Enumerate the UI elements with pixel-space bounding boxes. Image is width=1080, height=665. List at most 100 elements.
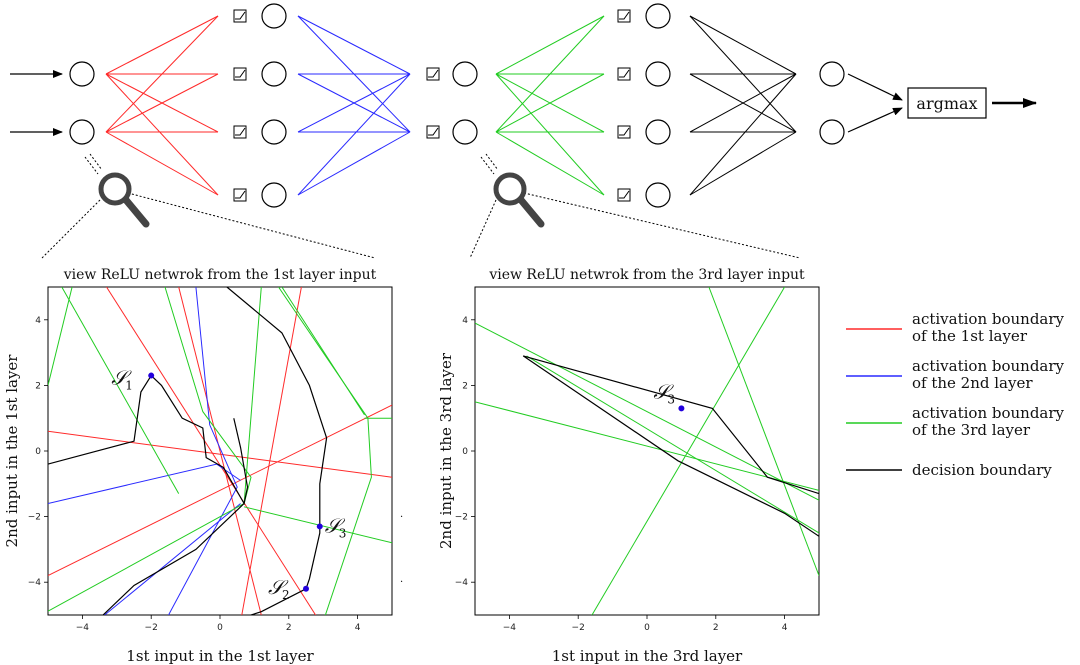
neuron-node: [69, 61, 95, 87]
neuron-node: [452, 119, 478, 145]
activation-boundary-layer1: [106, 287, 317, 615]
argmax-box: [907, 87, 987, 119]
y-tick-label: 2: [35, 381, 41, 391]
connections-layer1: [105, 15, 219, 196]
connection-edge: [297, 15, 411, 75]
panel-1-xlabel: 1st input in the 1st layer: [126, 647, 314, 665]
neuron-node: [645, 119, 671, 145]
neuron-node: [261, 182, 287, 208]
activation-boundary-layer3: [708, 287, 819, 576]
activation-boundary-layer3: [61, 287, 180, 494]
legend-text-line1: activation boundary: [912, 404, 1065, 422]
x-tick-label: 4: [782, 623, 788, 633]
neuron-node: [645, 61, 671, 87]
y-tick-label: 4: [35, 316, 41, 326]
activation-boundary-layer1: [48, 404, 392, 577]
connection-edge: [105, 73, 219, 133]
decision-boundary: [226, 287, 328, 615]
magnifier-2: [469, 153, 801, 259]
panel-1-ylabel: 2nd input in the 1st layer: [3, 354, 21, 548]
legend-item-layer3: activation boundary of the 3rd layer: [846, 404, 1065, 439]
network-nodes: [69, 3, 845, 208]
panel-1-title: view ReLU netwrok from the 1st layer inp…: [63, 267, 377, 283]
x-tick-label: −2: [145, 623, 158, 633]
x-tick-label: 2: [286, 623, 292, 633]
connection-edge: [495, 73, 605, 133]
legend-text-line2: of the 3rd layer: [912, 421, 1031, 439]
sample-point: [678, 405, 685, 412]
activation-boundary-layer3: [243, 287, 262, 504]
connection-edge: [495, 15, 605, 133]
legend-item-decision: decision boundary: [846, 461, 1052, 479]
neuron-node: [69, 119, 95, 145]
panel-1: view ReLU netwrok from the 1st layer inp…: [3, 267, 403, 665]
y-tick-label: −2: [455, 513, 468, 523]
connection-edge: [495, 131, 605, 196]
y-tick-label: −4: [28, 578, 42, 588]
x-tick-label: −2: [572, 623, 585, 633]
activation-boundary-layer3: [526, 355, 819, 534]
x-tick-label: −4: [503, 623, 517, 633]
decision-boundary: [522, 355, 819, 537]
sample-point: [316, 523, 323, 530]
connection-edge: [689, 73, 797, 133]
network-diagram: argmax: [10, 3, 1037, 259]
connection-edge: [105, 15, 219, 75]
activation-boundary-layer1: [48, 430, 392, 478]
connection-edge: [689, 73, 797, 196]
activation-boundary-layer1: [241, 287, 302, 615]
connection-edge: [689, 131, 797, 196]
output-arrow-1: [847, 73, 903, 101]
y-tick-label: 2: [462, 381, 468, 391]
connections-layer3: [495, 15, 605, 196]
panel-2-ylabel: 2nd input in the 3rd layer: [437, 352, 455, 549]
y-tick-label: 0: [35, 447, 41, 457]
neuron-node: [819, 119, 845, 145]
magnifier-icon: [493, 172, 527, 206]
connections-layer4: [689, 15, 797, 196]
decision-boundary: [102, 503, 245, 615]
sample-point-subscript: 1: [125, 379, 133, 393]
activation-boundary-layer2: [103, 503, 241, 615]
neuron-node: [261, 3, 287, 29]
neuron-node: [645, 3, 671, 29]
connection-edge: [297, 131, 411, 196]
panel-1-boundaries: [48, 287, 392, 615]
panel-2: view ReLU netwrok from the 3rd layer inp…: [437, 267, 820, 665]
relu-icons: [233, 9, 631, 202]
connection-edge: [105, 15, 219, 133]
legend-text-line2: of the 2nd layer: [912, 374, 1033, 392]
panel-2-title: view ReLU netwrok from the 3rd layer inp…: [488, 267, 805, 283]
y-tick-label: 0: [462, 447, 468, 457]
activation-boundary-layer3: [48, 287, 73, 386]
activation-boundary-layer3: [281, 287, 365, 416]
x-tick-label: 0: [644, 623, 650, 633]
output-arrow-2: [847, 107, 903, 133]
legend-item-layer2: activation boundary of the 2nd layer: [846, 357, 1065, 392]
relu-icon: [426, 67, 440, 81]
activation-boundary-layer3: [278, 287, 372, 615]
connection-edge: [689, 15, 797, 75]
decision-boundary: [523, 355, 819, 495]
panel-1-mark: ·: [400, 577, 403, 588]
decision-boundary: [48, 374, 249, 506]
relu-icon: [233, 125, 247, 139]
legend-text-line2: of the 1st layer: [912, 327, 1028, 345]
magnifier-icon: [98, 172, 132, 206]
sample-point-subscript: 3: [339, 526, 347, 540]
neuron-node: [819, 61, 845, 87]
panel-2-frame: [474, 286, 820, 616]
panel-2-boundaries: [475, 287, 819, 615]
connection-edge: [495, 73, 605, 196]
relu-icon: [617, 9, 631, 23]
connection-edge: [297, 73, 411, 133]
activation-boundary-layer2: [167, 287, 238, 615]
relu-icon: [233, 188, 247, 202]
neuron-node: [452, 61, 478, 87]
connection-edge: [297, 73, 411, 196]
legend-text-line1: activation boundary: [912, 310, 1065, 328]
activation-boundary-layer1: [178, 287, 262, 615]
